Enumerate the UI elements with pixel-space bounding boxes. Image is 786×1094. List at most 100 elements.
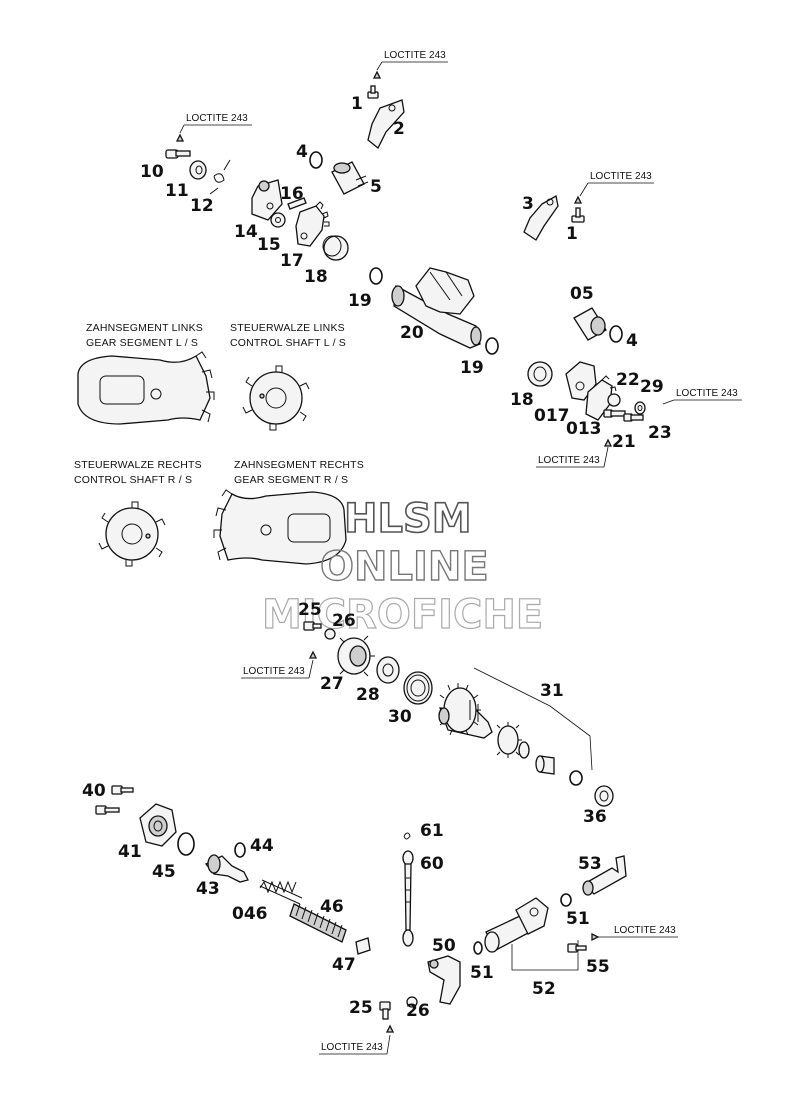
loctite-note-right-upper: LOCTITE 243 xyxy=(573,171,654,204)
screw-part-10 xyxy=(165,149,191,159)
screw-part-25-bottom xyxy=(379,1001,391,1020)
callout-52: 52 xyxy=(532,979,556,999)
bracket-part-31 xyxy=(473,667,593,771)
bushing-part-18-right xyxy=(527,361,553,387)
loctite-note-left: LOCTITE 243 xyxy=(175,113,252,142)
svg-text:LOCTITE 243: LOCTITE 243 xyxy=(614,925,676,936)
svg-text:GEAR SEGMENT R / S: GEAR SEGMENT R / S xyxy=(234,474,348,486)
loctite-note-right-mid: LOCTITE 243 xyxy=(662,388,742,405)
svg-text:LOCTITE 243: LOCTITE 243 xyxy=(321,1042,383,1053)
callout-11: 11 xyxy=(165,181,189,201)
shift-drum-part-31 xyxy=(438,683,493,739)
sprocket-part-31b xyxy=(496,722,522,758)
bearing-part-30 xyxy=(403,671,433,705)
screw-part-40-b xyxy=(95,805,120,815)
oring-part-19-right xyxy=(485,337,499,355)
callout-50: 50 xyxy=(432,936,456,956)
callout-1-right: 1 xyxy=(566,224,578,244)
callout-22: 22 xyxy=(616,370,640,390)
spring-part-046 xyxy=(259,879,303,905)
washer-part-29 xyxy=(634,401,646,415)
lever-part-2 xyxy=(367,99,405,150)
callout-46: 46 xyxy=(320,897,344,917)
callout-61: 61 xyxy=(420,821,444,841)
callout-25: 25 xyxy=(298,600,322,620)
callout-36: 36 xyxy=(583,807,607,827)
watermark-line-2: ONLINE xyxy=(320,544,489,590)
svg-text:STEUERWALZE LINKS: STEUERWALZE LINKS xyxy=(230,322,345,334)
callout-53: 53 xyxy=(578,854,602,874)
callout-4-right: 4 xyxy=(626,331,638,351)
lever-part-3 xyxy=(523,194,559,241)
star-wheel-part-27 xyxy=(337,635,375,677)
callout-2: 2 xyxy=(393,119,405,139)
roller-part-31d xyxy=(535,755,555,775)
callout-013: 013 xyxy=(566,419,602,439)
svg-text:LOCTITE 243: LOCTITE 243 xyxy=(676,388,738,399)
link-rod-part-60 xyxy=(402,850,414,947)
callout-21: 21 xyxy=(612,432,636,452)
loctite-note-bottom: LOCTITE 243 xyxy=(319,1024,395,1055)
callout-12: 12 xyxy=(190,196,214,216)
screw-part-40-a xyxy=(111,785,134,795)
watermark-line-1: HLSM xyxy=(344,496,472,542)
callout-20: 20 xyxy=(400,323,424,343)
screw-part-25-mid xyxy=(303,621,322,631)
screw-part-21 xyxy=(603,409,626,418)
callout-28: 28 xyxy=(356,685,380,705)
lever-part-14 xyxy=(251,179,283,221)
bushing-part-31c xyxy=(518,741,530,759)
callout-26: 26 xyxy=(332,611,356,631)
bracket-part-52 xyxy=(511,940,579,971)
svg-text:LOCTITE 243: LOCTITE 243 xyxy=(243,666,305,677)
plunger-part-43 xyxy=(204,854,249,883)
callout-26-bottom: 26 xyxy=(406,1001,430,1021)
svg-text:LOCTITE 243: LOCTITE 243 xyxy=(538,455,600,466)
loctite-note-top: LOCTITE 243 xyxy=(372,50,448,79)
lever-part-50 xyxy=(427,955,461,1005)
callout-017: 017 xyxy=(534,406,570,426)
callout-30: 30 xyxy=(388,707,412,727)
callout-40: 40 xyxy=(82,781,106,801)
callout-18-right: 18 xyxy=(510,390,534,410)
oring-part-44 xyxy=(234,842,246,858)
oring-part-45 xyxy=(177,832,195,856)
loctite-note-center: LOCTITE 243 xyxy=(241,650,318,679)
callout-31: 31 xyxy=(540,681,564,701)
washer-part-51-right xyxy=(560,893,572,907)
callout-17: 17 xyxy=(280,251,304,271)
callout-18: 18 xyxy=(304,267,328,287)
svg-text:GEAR SEGMENT L / S: GEAR SEGMENT L / S xyxy=(86,337,198,349)
callout-19-right: 19 xyxy=(460,358,484,378)
bearing-part-28 xyxy=(376,656,400,684)
screw-part-1-top xyxy=(367,85,379,99)
washer-part-15 xyxy=(270,212,286,228)
callout-25-bottom: 25 xyxy=(349,998,373,1018)
shaft-part-52 xyxy=(484,897,549,953)
lever-part-017 xyxy=(565,361,597,401)
callout-23: 23 xyxy=(648,423,672,443)
lever-part-53 xyxy=(582,855,627,896)
loctite-note-lower-right: LOCTITE 243 xyxy=(591,925,678,942)
flange-part-41 xyxy=(139,803,177,847)
loctite-note-mid: LOCTITE 243 xyxy=(536,438,613,468)
callout-4: 4 xyxy=(296,142,308,162)
callout-15: 15 xyxy=(257,235,281,255)
callout-43: 43 xyxy=(196,879,220,899)
svg-text:STEUERWALZE RECHTS: STEUERWALZE RECHTS xyxy=(74,459,202,471)
callout-60: 60 xyxy=(420,854,444,874)
oring-part-19-left xyxy=(369,267,383,285)
clip-part-61 xyxy=(403,832,411,840)
callout-51: 51 xyxy=(470,963,494,983)
callout-41: 41 xyxy=(118,842,142,862)
callout-046: 046 xyxy=(232,904,268,924)
callout-51-right: 51 xyxy=(566,909,590,929)
gear-segment-part-17 xyxy=(295,201,330,247)
washer-part-26-mid xyxy=(324,628,336,640)
screw-part-23 xyxy=(623,413,644,422)
callout-55: 55 xyxy=(586,957,610,977)
callout-47: 47 xyxy=(332,955,356,975)
bushing-part-18-top xyxy=(322,235,349,261)
svg-text:LOCTITE 243: LOCTITE 243 xyxy=(186,113,248,124)
